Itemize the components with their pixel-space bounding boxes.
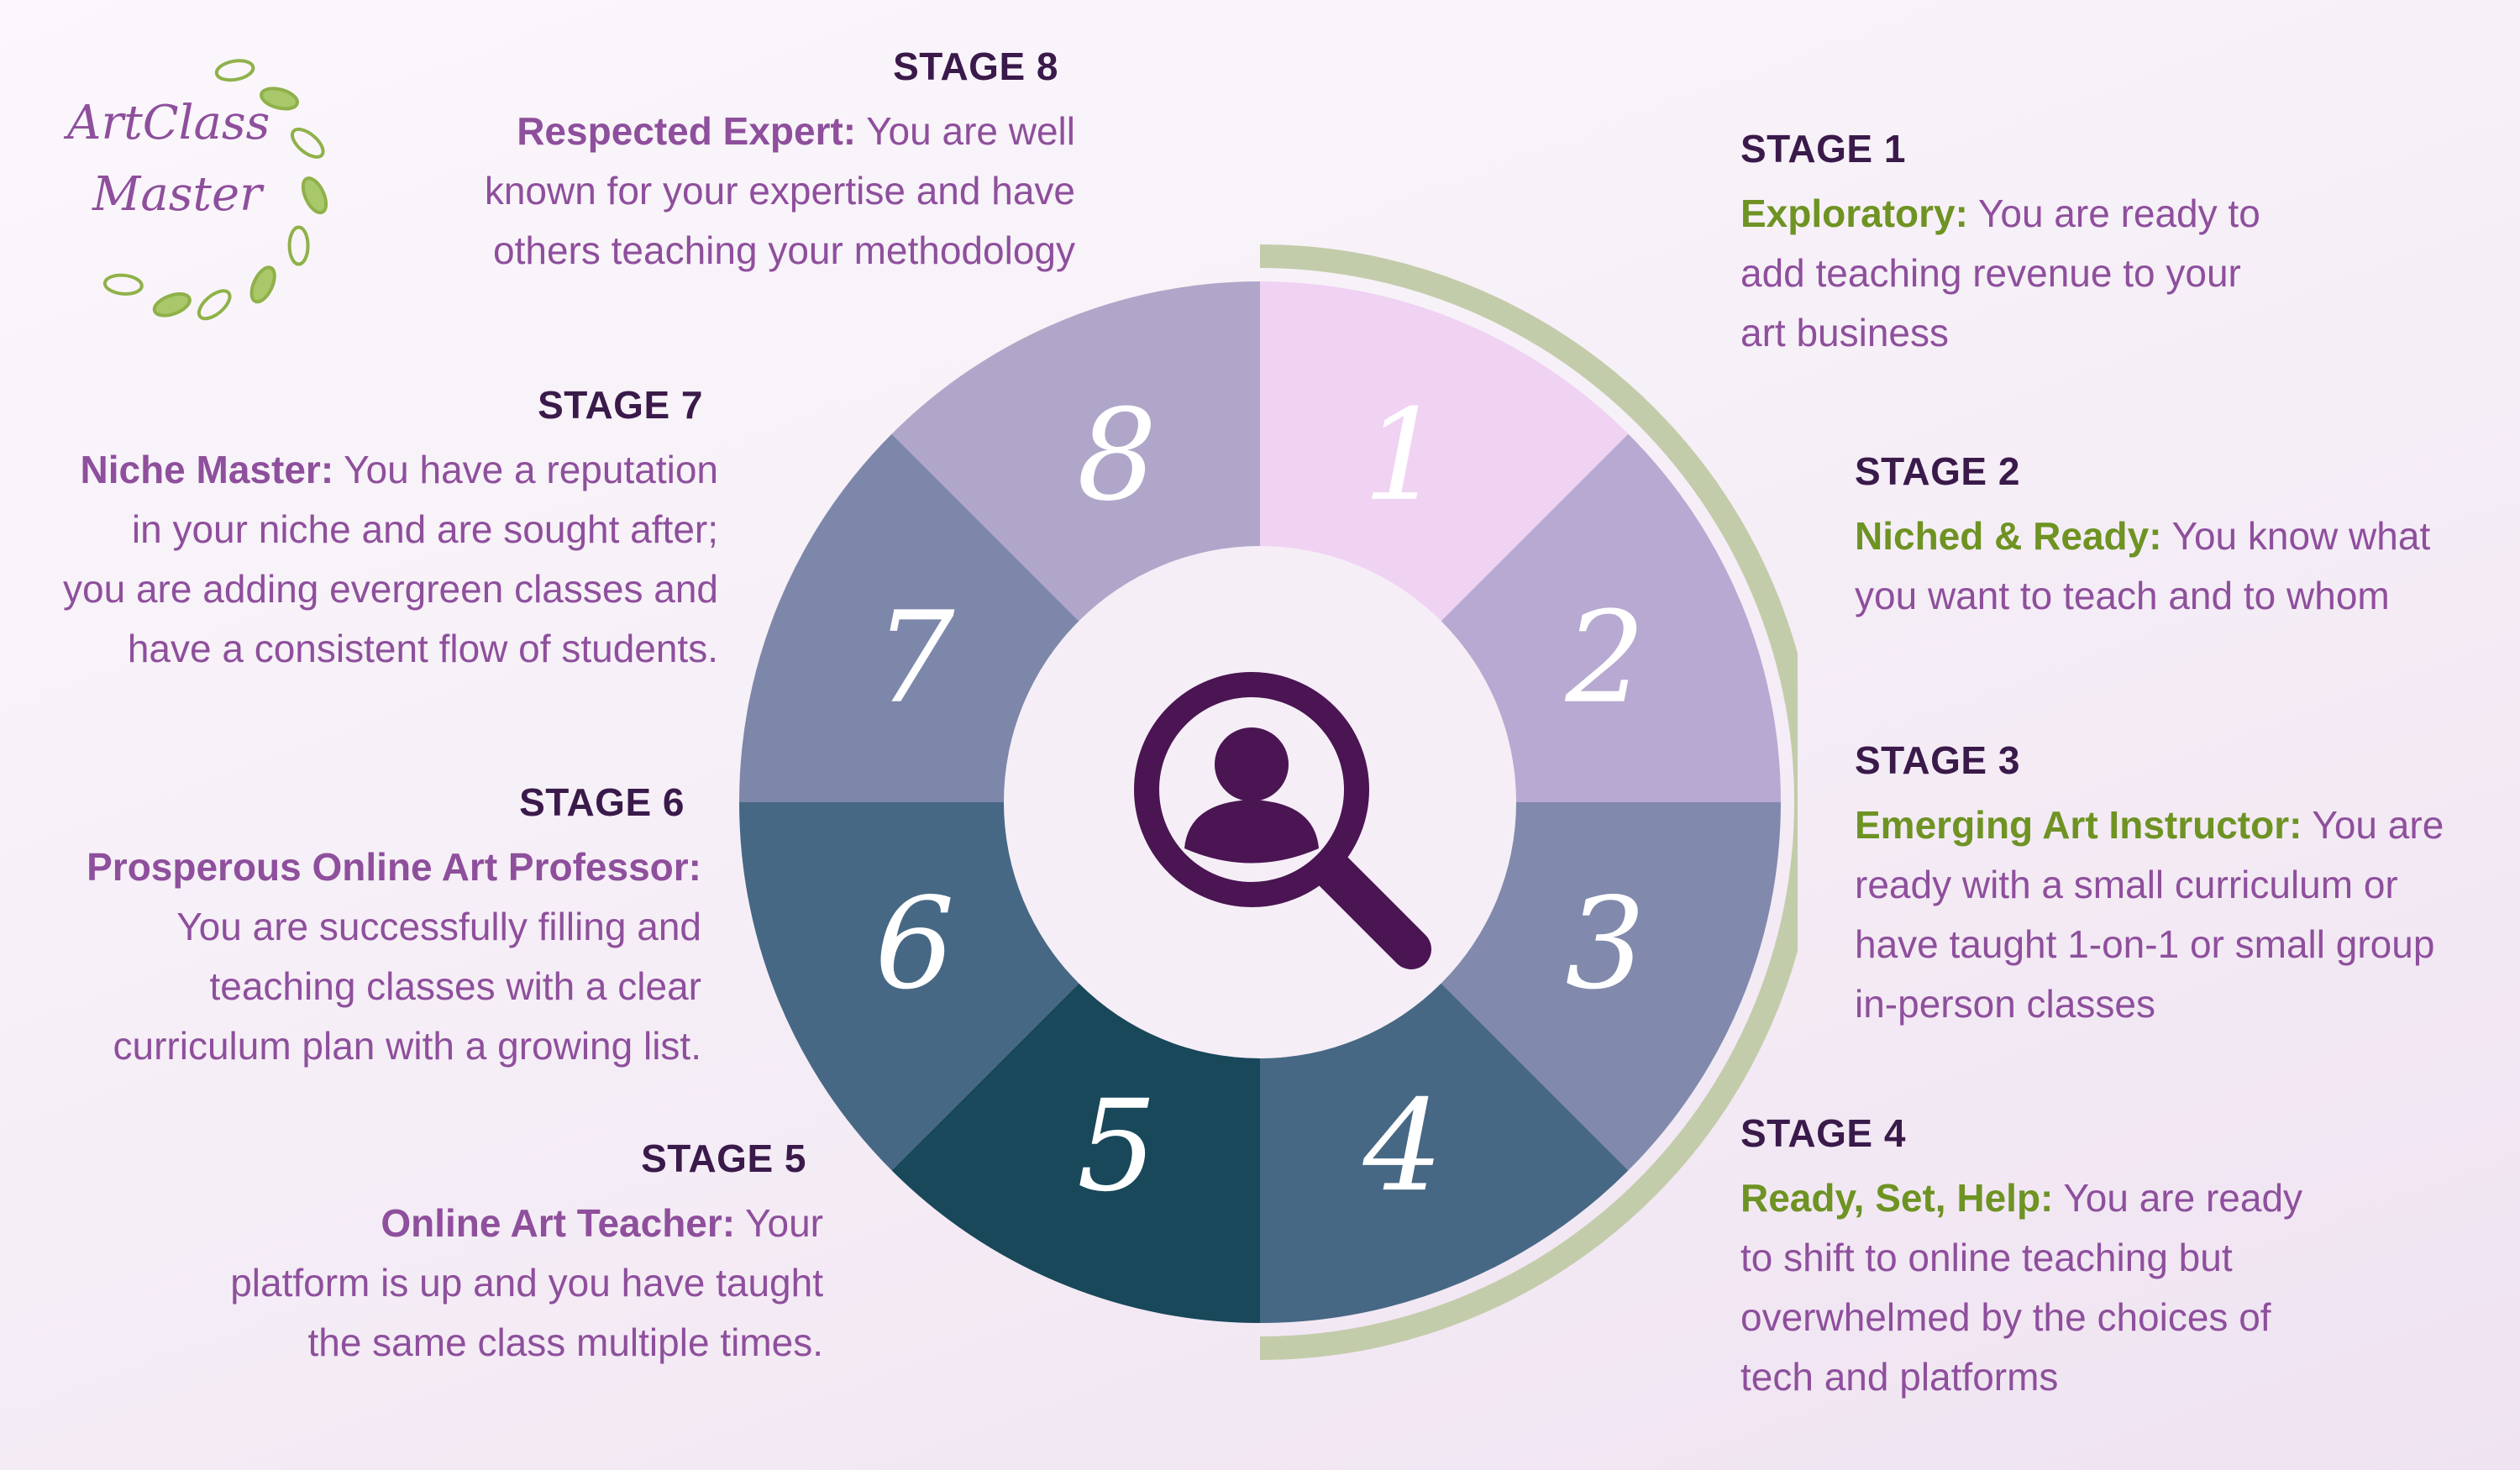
stage-5-block: STAGE 5 Online Art Teacher: Your platfor…	[109, 1136, 823, 1373]
magnifier-person-icon	[1134, 672, 1431, 969]
stage-1-heading: STAGE 1	[1740, 127, 1906, 171]
stage-7-block: STAGE 7 Niche Master: You have a reputat…	[8, 382, 718, 679]
stage-5-description: Online Art Teacher: Your platform is up …	[230, 1201, 823, 1365]
logo-line-2: Master	[92, 167, 265, 222]
stage-4-block: STAGE 4 Ready, Set, Help: You are ready …	[1740, 1110, 2480, 1407]
leaf-icon	[152, 292, 192, 318]
stage-5-name: Online Art Teacher:	[381, 1201, 736, 1246]
stage-3-heading: STAGE 3	[1855, 738, 2020, 782]
leaf-icon	[260, 87, 299, 111]
stage-2-description: Niched & Ready: You know what you want t…	[1855, 514, 2431, 618]
leaf-icon	[287, 225, 310, 266]
stage-4-name: Ready, Set, Help:	[1740, 1176, 2054, 1221]
logo-line-1: ArtClass	[63, 96, 270, 150]
leaf-icon	[249, 265, 276, 304]
stage-7-heading: STAGE 7	[538, 383, 703, 427]
stage-3-description: Emerging Art Instructor: You are ready w…	[1855, 803, 2444, 1026]
stage-2-block: STAGE 2 Niched & Ready: You know what yo…	[1855, 449, 2510, 626]
stage-8-description: Respected Expert: You are well known for…	[484, 109, 1075, 273]
wheel-number-3: 3	[1565, 871, 1645, 1017]
leaf-wreath-icon	[102, 59, 328, 321]
wheel-number-2: 2	[1564, 585, 1645, 732]
wheel-number-7: 7	[874, 585, 955, 732]
stage-8-block: STAGE 8 Respected Expert: You are well k…	[353, 44, 1075, 281]
stage-1-block: STAGE 1 Exploratory: You are ready to ad…	[1740, 126, 2480, 363]
leaf-icon	[102, 273, 144, 296]
stage-4-description: Ready, Set, Help: You are ready to shift…	[1740, 1176, 2303, 1399]
leaf-icon	[214, 59, 255, 82]
stage-3-block: STAGE 3 Emerging Art Instructor: You are…	[1855, 738, 2510, 1034]
stage-2-heading: STAGE 2	[1855, 449, 2020, 493]
stage-7-description: Niche Master: You have a reputation in y…	[63, 448, 718, 671]
stage-2-name: Niched & Ready:	[1855, 514, 2162, 559]
wheel-number-8: 8	[1077, 383, 1157, 529]
stage-1-name: Exploratory:	[1740, 192, 1968, 236]
stage-5-heading: STAGE 5	[641, 1137, 806, 1180]
leaf-icon	[197, 289, 232, 321]
stage-3-name: Emerging Art Instructor:	[1855, 803, 2302, 848]
stage-6-block: STAGE 6 Prosperous Online Art Professor:…	[17, 780, 701, 1076]
wheel-number-4: 4	[1362, 1074, 1443, 1220]
stage-1-description: Exploratory: You are ready to add teachi…	[1740, 192, 2260, 355]
wheel-number-1: 1	[1363, 383, 1443, 529]
stage-6-heading: STAGE 6	[519, 780, 685, 824]
stage-7-name: Niche Master:	[80, 448, 334, 492]
stage-8-name: Respected Expert:	[517, 109, 857, 154]
stage-6-name: Prosperous Online Art Professor:	[87, 845, 701, 890]
wheel-number-6: 6	[874, 871, 954, 1017]
stage-6-description: Prosperous Online Art Professor: You are…	[87, 845, 701, 1068]
stage-wheel: 12 34 56 78	[739, 244, 1798, 1360]
wheel-number-5: 5	[1077, 1074, 1157, 1220]
progress-ring	[1259, 244, 1798, 1360]
leaf-icon	[301, 176, 328, 215]
art-class-master-logo: ArtClass Master	[63, 59, 328, 321]
leaf-icon	[290, 127, 325, 159]
stage-4-heading: STAGE 4	[1740, 1111, 1906, 1155]
stage-8-heading: STAGE 8	[893, 45, 1058, 88]
